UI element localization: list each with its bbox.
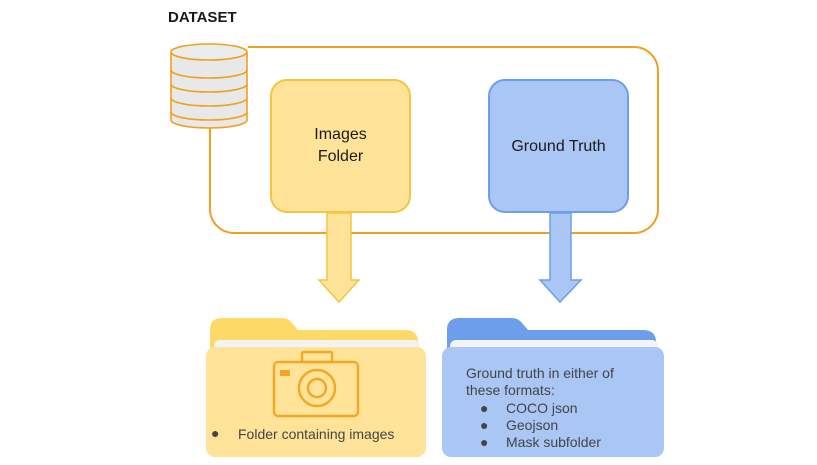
gt-folder-intro-line1: Ground truth in either of <box>466 365 614 381</box>
arrow-down-icon <box>317 212 361 304</box>
bullet-dot: ● <box>480 400 489 416</box>
dataset-container <box>209 46 659 234</box>
images-folder-label: Images Folder <box>271 124 410 168</box>
images-folder-box <box>270 79 411 213</box>
camera-icon <box>272 350 360 418</box>
ground-truth-label: Ground Truth <box>511 138 606 155</box>
images-folder-body <box>206 347 426 457</box>
gt-format-item: Geojson <box>506 417 559 433</box>
bullet-dot: ● <box>480 434 489 450</box>
ground-truth-box <box>488 79 629 213</box>
images-folder-label-line1: Images <box>314 126 367 143</box>
bullet-dot: ● <box>211 425 220 441</box>
bullet-dot: ● <box>480 417 489 433</box>
images-folder-description: Folder containing images <box>238 426 395 442</box>
database-icon <box>170 43 248 129</box>
arrow-down-icon <box>538 212 583 304</box>
dataset-title: DATASET <box>168 9 237 26</box>
gt-format-item: Mask subfolder <box>506 434 601 450</box>
gt-format-item: COCO json <box>506 400 578 416</box>
gt-folder-intro: Ground truth in either of these formats: <box>466 365 614 399</box>
gt-folder-body <box>442 347 664 457</box>
gt-folder-intro-line2: these formats: <box>466 382 555 398</box>
folder-icon <box>206 318 426 457</box>
folder-icon <box>442 318 664 457</box>
images-folder-label-line2: Folder <box>317 148 364 165</box>
